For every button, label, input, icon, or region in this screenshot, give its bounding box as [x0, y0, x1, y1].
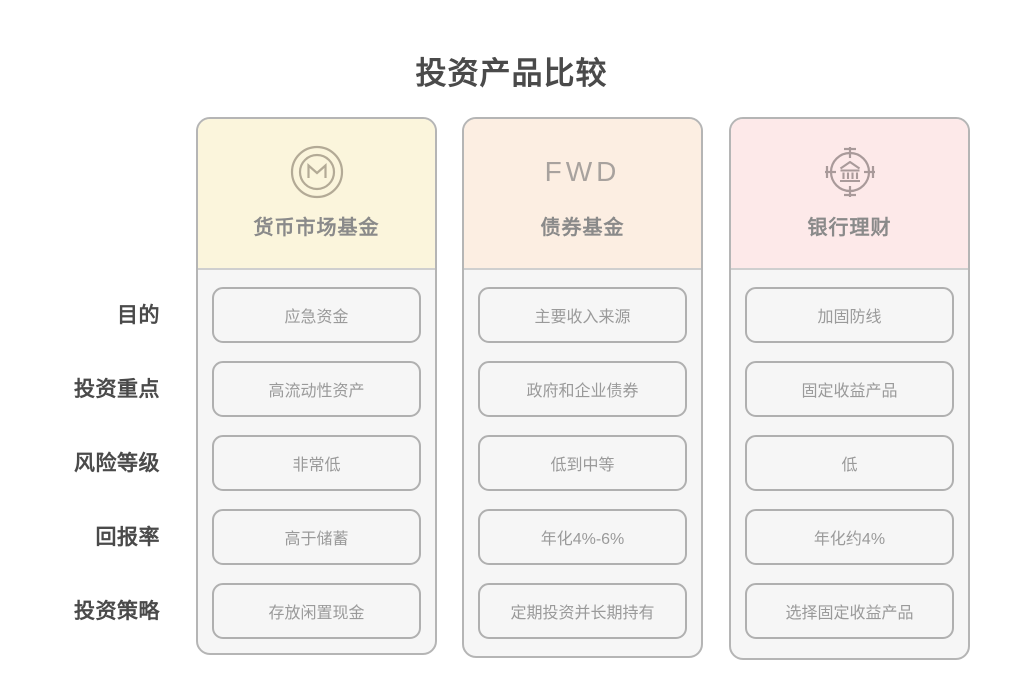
- cell-bond-strategy[interactable]: 定期投资并长期持有: [478, 583, 687, 639]
- row-label-risk: 风险等级: [74, 452, 160, 475]
- cell-bank-strategy[interactable]: 选择固定收益产品: [745, 583, 954, 639]
- card-header-bank-wealth: 银行理财: [731, 119, 968, 270]
- cell-bond-purpose[interactable]: 主要收入来源: [478, 287, 687, 343]
- cell-bank-focus[interactable]: 固定收益产品: [745, 361, 954, 417]
- card-header-money-market: 货币市场基金: [198, 119, 435, 270]
- product-card-bank-wealth[interactable]: 银行理财 加固防线 固定收益产品 低 年化约4% 选择固定收益产品: [729, 117, 970, 660]
- row-label-purpose: 目的: [117, 304, 160, 327]
- cell-money-focus[interactable]: 高流动性资产: [212, 361, 421, 417]
- row-label-strategy: 投资策略: [74, 600, 160, 623]
- cell-bond-risk[interactable]: 低到中等: [478, 435, 687, 491]
- product-card-money-market[interactable]: 货币市场基金 应急资金 高流动性资产 非常低 高于储蓄 存放闲置现金: [196, 117, 437, 655]
- row-label-column: 目的 投资重点 风险等级 回报率 投资策略: [0, 286, 182, 656]
- cell-bond-return[interactable]: 年化4%-6%: [478, 509, 687, 565]
- cell-money-return[interactable]: 高于储蓄: [212, 509, 421, 565]
- cell-bank-risk[interactable]: 低: [745, 435, 954, 491]
- cell-bank-return[interactable]: 年化约4%: [745, 509, 954, 565]
- cell-money-purpose[interactable]: 应急资金: [212, 287, 421, 343]
- page-title: 投资产品比较: [415, 56, 608, 91]
- cell-money-strategy[interactable]: 存放闲置现金: [212, 583, 421, 639]
- card-body-money-market: 应急资金 高流动性资产 非常低 高于储蓄 存放闲置现金: [198, 270, 435, 639]
- row-label-focus: 投资重点: [74, 378, 160, 401]
- fwd-wordmark: FWD: [545, 141, 621, 203]
- bank-target-icon: [821, 141, 879, 203]
- cell-bank-purpose[interactable]: 加固防线: [745, 287, 954, 343]
- card-body-bank-wealth: 加固防线 固定收益产品 低 年化约4% 选择固定收益产品: [731, 270, 968, 639]
- card-title-bond-fund: 债券基金: [540, 217, 625, 239]
- fwd-wordmark-text: FWD: [544, 156, 621, 187]
- card-header-bond-fund: FWD 债券基金: [464, 119, 701, 270]
- cell-bond-focus[interactable]: 政府和企业债券: [478, 361, 687, 417]
- row-label-return: 回报率: [95, 526, 160, 549]
- card-title-bank-wealth: 银行理财: [807, 217, 892, 239]
- card-title-money-market: 货币市场基金: [253, 217, 380, 239]
- card-body-bond-fund: 主要收入来源 政府和企业债券 低到中等 年化4%-6% 定期投资并长期持有: [464, 270, 701, 639]
- coin-m-icon: [289, 141, 345, 203]
- cell-money-risk[interactable]: 非常低: [212, 435, 421, 491]
- product-card-bond-fund[interactable]: FWD 债券基金 主要收入来源 政府和企业债券 低到中等 年化4%-6% 定期投…: [462, 117, 703, 658]
